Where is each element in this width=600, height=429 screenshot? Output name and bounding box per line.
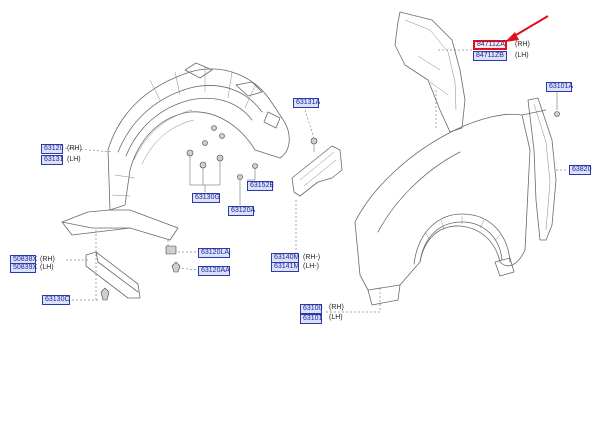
callout-63130c[interactable]: 63130C bbox=[42, 295, 70, 305]
side-label-lh-2: (LH) bbox=[67, 156, 81, 163]
callout-63152e[interactable]: 63152E bbox=[247, 181, 274, 191]
highlight-arrow bbox=[505, 15, 549, 42]
side-label-rh-4: (RH) bbox=[329, 304, 344, 311]
fender-side-strip bbox=[527, 92, 568, 241]
callout-63100[interactable]: 63100 bbox=[300, 304, 322, 314]
liner-clips bbox=[186, 125, 258, 205]
callout-63120aa[interactable]: 63120AA bbox=[198, 266, 230, 276]
fender-side-bracket bbox=[291, 109, 343, 255]
callout-63131a[interactable]: 63131A bbox=[293, 98, 320, 108]
lower-bracket bbox=[85, 251, 141, 299]
callout-84711zb[interactable]: 84711ZB bbox=[473, 51, 507, 61]
callout-63120la[interactable]: 63120LA bbox=[198, 248, 230, 258]
leaders-right bbox=[325, 49, 474, 313]
side-label-rh-3: (RH) bbox=[40, 256, 55, 263]
side-label-lh: (LH) bbox=[515, 52, 529, 59]
callout-63820[interactable]: 63820 bbox=[569, 165, 591, 175]
side-label-rh: (RH) bbox=[515, 41, 530, 48]
callout-63131[interactable]: 63131 bbox=[41, 155, 63, 165]
side-label-rh-dash: (RH-) bbox=[303, 254, 321, 261]
inner-fender-liner bbox=[61, 62, 290, 241]
callout-63120a[interactable]: 63120A bbox=[228, 206, 255, 216]
callout-63141m[interactable]: 63141M bbox=[271, 262, 299, 272]
side-label-rh-2: (RH) bbox=[67, 145, 82, 152]
callout-63130g[interactable]: 63130G bbox=[192, 193, 220, 203]
callout-63101a[interactable]: 63101A bbox=[546, 82, 573, 92]
front-fender-panel bbox=[354, 109, 547, 306]
callout-63101[interactable]: 63101 bbox=[300, 314, 322, 324]
callout-50839x[interactable]: 50839X bbox=[10, 263, 37, 273]
fasteners-left bbox=[100, 245, 181, 301]
side-label-lh-4: (LH) bbox=[329, 314, 343, 321]
callout-63120[interactable]: 63120 bbox=[41, 144, 63, 154]
side-label-lh-dash: (LH-) bbox=[303, 263, 319, 270]
side-label-lh-3: (LH) bbox=[40, 264, 54, 271]
fender-insulator-pad bbox=[394, 11, 466, 133]
callout-84711za[interactable]: 84711ZA bbox=[473, 40, 507, 50]
